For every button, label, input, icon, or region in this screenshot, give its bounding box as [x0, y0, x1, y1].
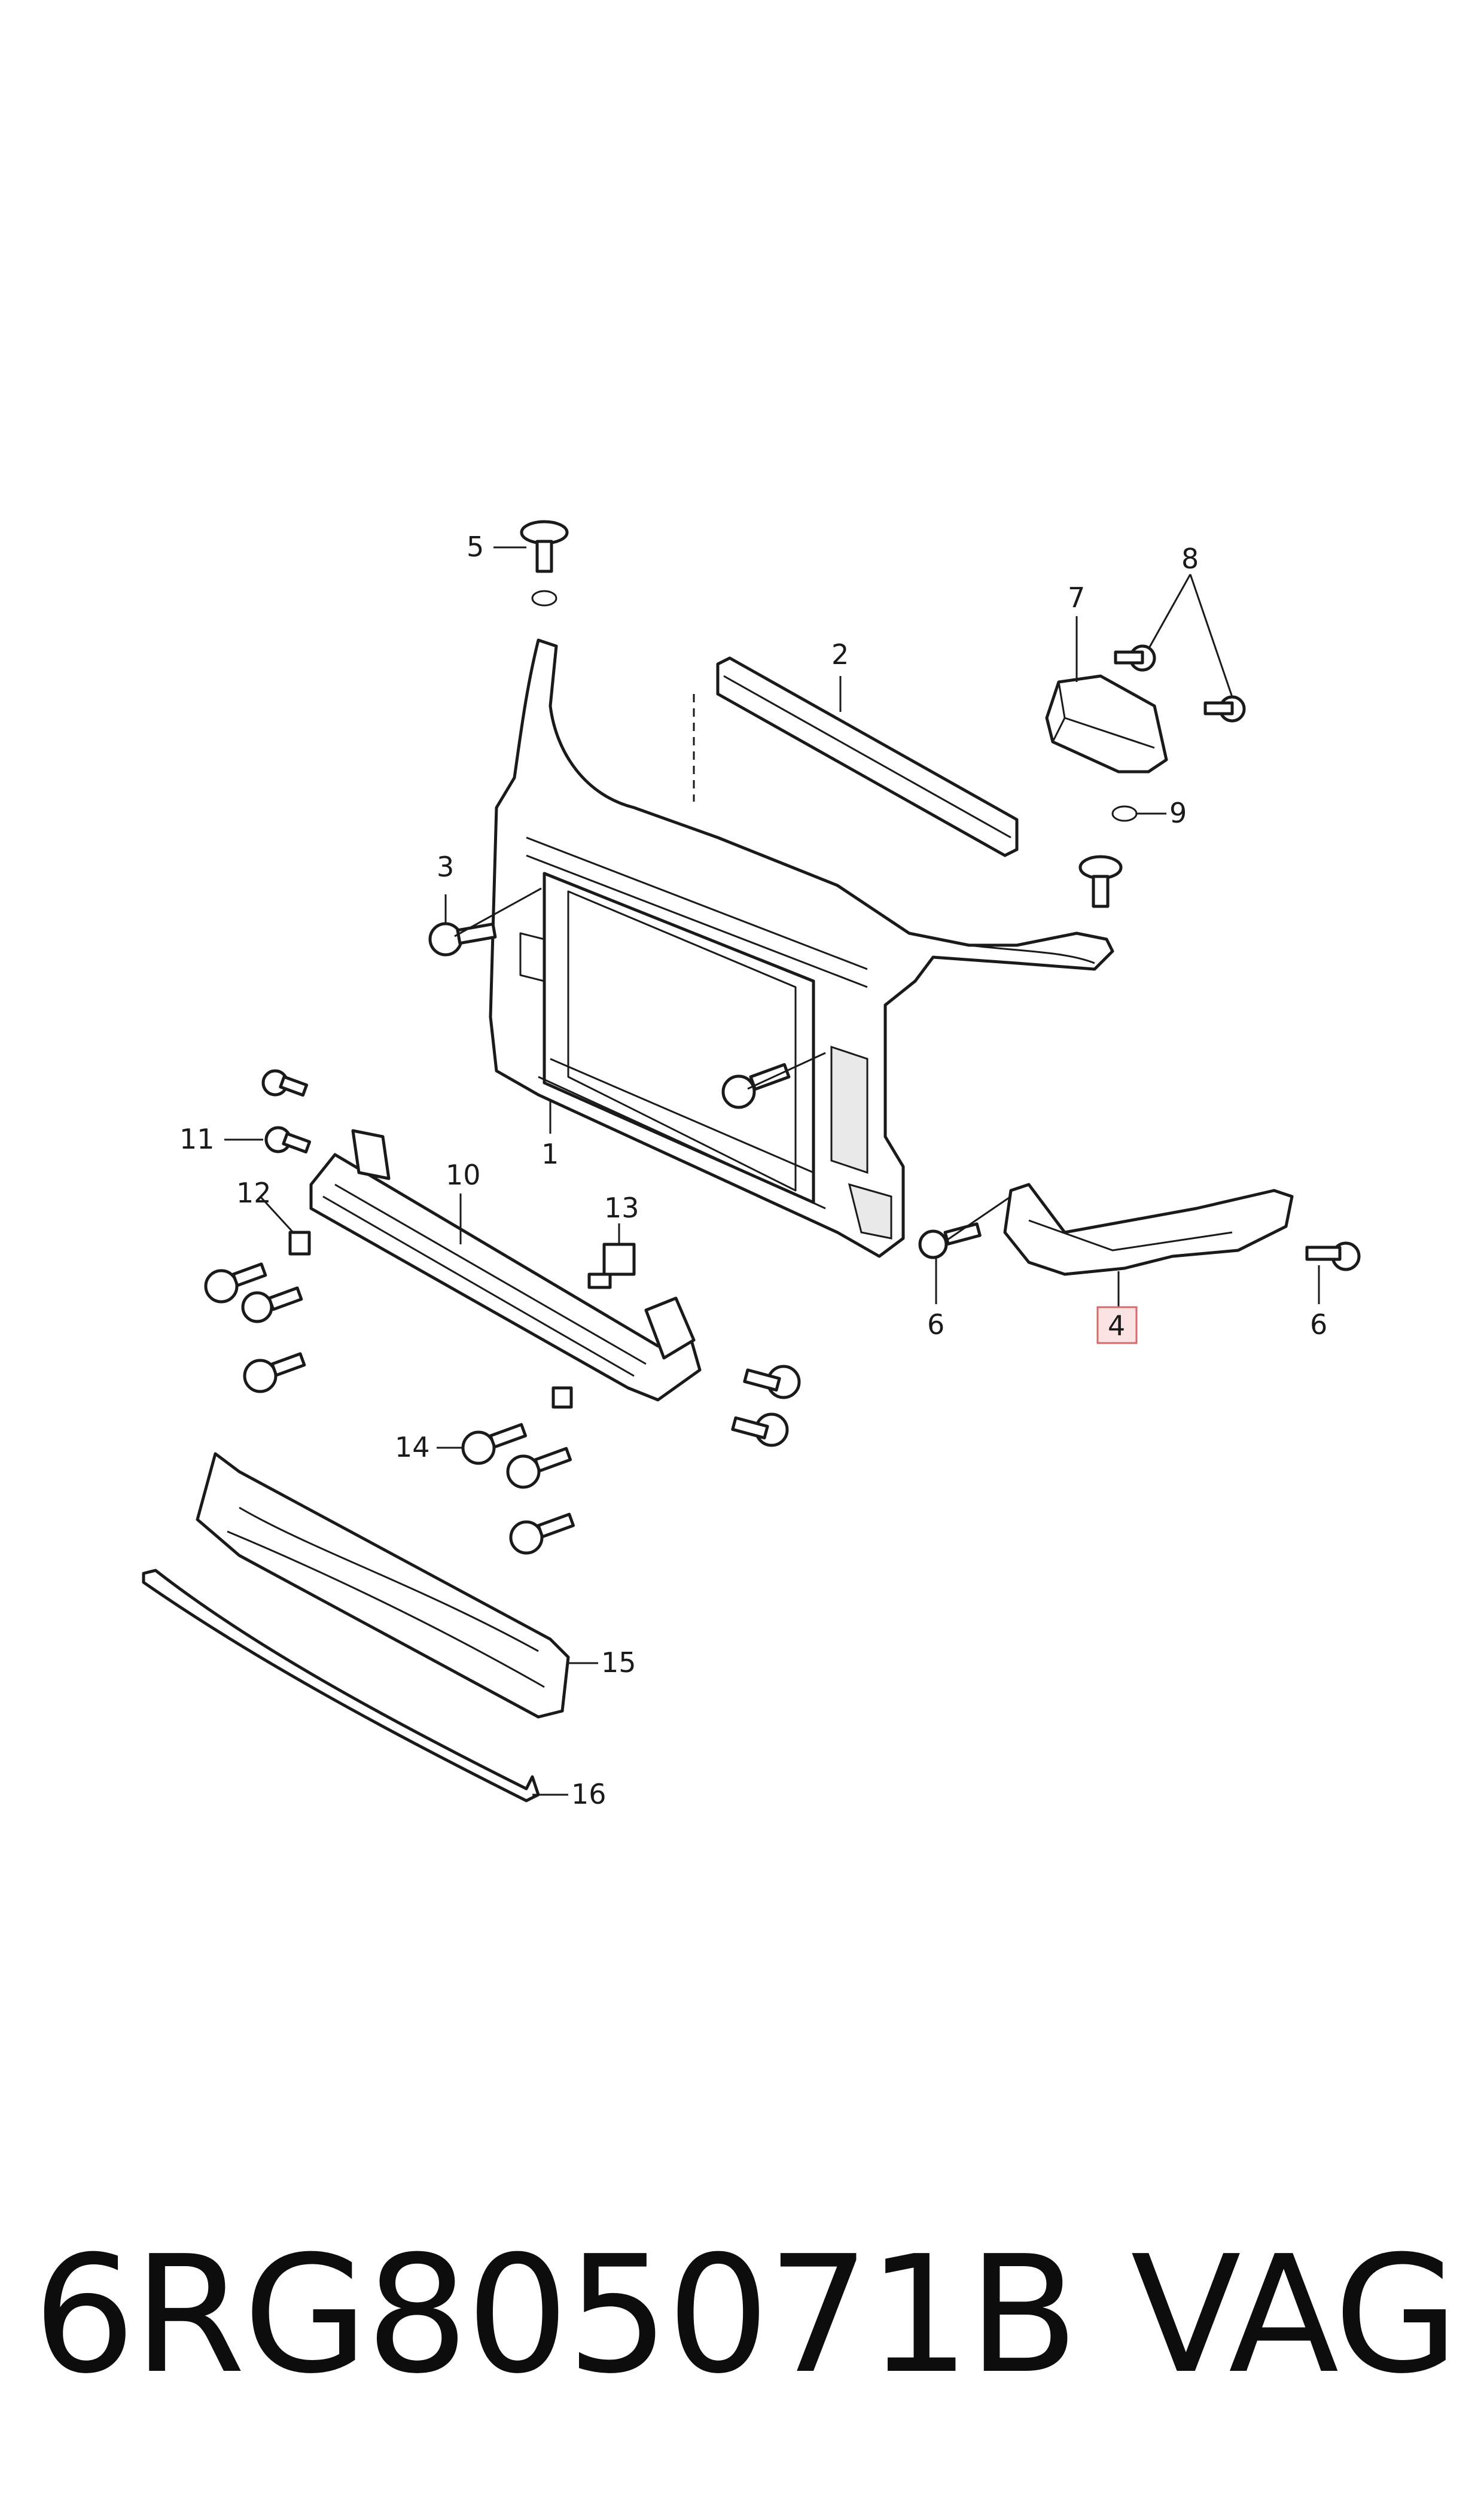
part-2-upper-cover	[693, 656, 1019, 857]
fasteners	[204, 520, 1361, 1555]
callout-8: 8	[1181, 543, 1199, 575]
callout-4: 4	[1108, 1310, 1125, 1342]
part-number: 6RG805071B	[33, 2221, 1079, 2409]
callout-6-right: 6	[1310, 1308, 1327, 1341]
callout-3: 3	[437, 851, 454, 883]
callout-7: 7	[1068, 581, 1085, 614]
callout-16: 16	[571, 1778, 607, 1810]
callout-12: 12	[236, 1177, 272, 1209]
callout-5: 5	[467, 531, 484, 563]
part-1-front-carrier	[489, 638, 1114, 1258]
part-4-bracket	[1003, 1183, 1294, 1276]
part-7-bracket	[1045, 674, 1168, 774]
brand-name: VAG	[1130, 2221, 1459, 2409]
callout-4-highlight	[1096, 1306, 1138, 1344]
callout-2: 2	[831, 638, 849, 671]
callout-1: 1	[541, 1138, 559, 1170]
footer-caption: 6RG805071B VAG	[33, 2221, 1459, 2409]
callout-13: 13	[604, 1192, 639, 1224]
part-10-bumper-beam	[309, 1129, 702, 1402]
callout-10: 10	[446, 1159, 481, 1191]
callout-11: 11	[179, 1123, 215, 1155]
callout-6-left: 6	[927, 1308, 944, 1341]
part-15-absorber	[196, 1452, 570, 1719]
callout-9: 9	[1169, 797, 1187, 829]
callout-15: 15	[601, 1646, 636, 1679]
leader-lines	[224, 546, 1320, 1796]
callout-14: 14	[395, 1431, 430, 1463]
callout-labels: 1 2 3 4 5 6 6 7 8 9 10 11 12 13 14 15 16	[179, 531, 1327, 1810]
